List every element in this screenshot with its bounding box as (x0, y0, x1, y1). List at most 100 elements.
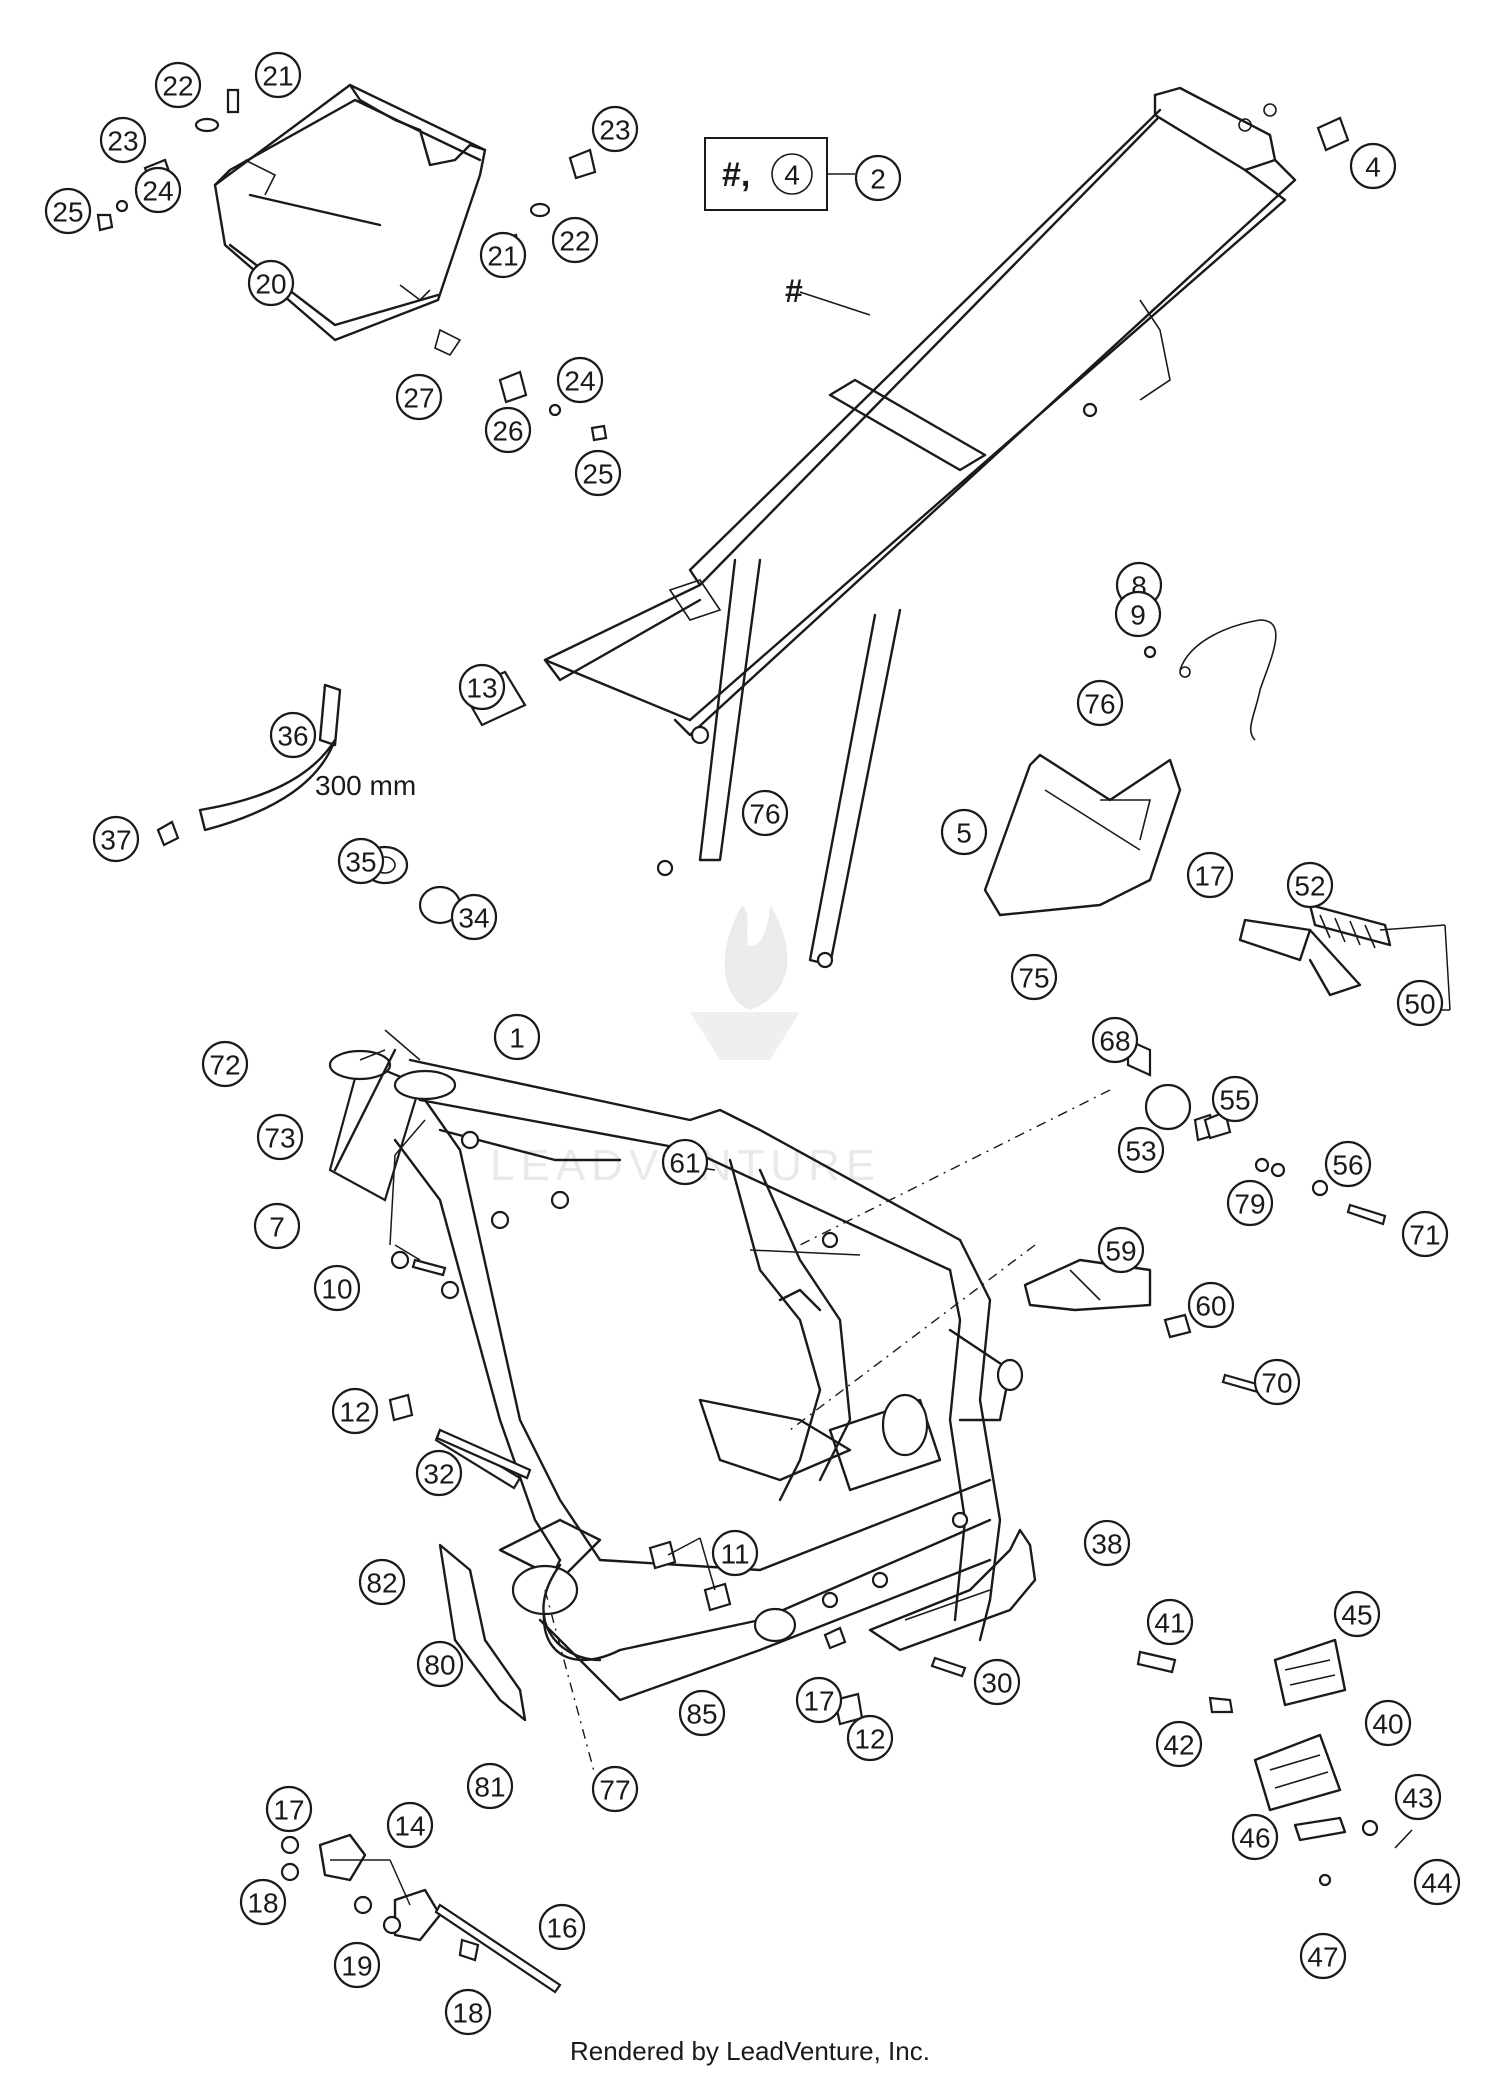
callout-circle (1211, 1075, 1259, 1123)
callout-21: 21 (254, 51, 302, 99)
callout-17: 17 (795, 1676, 843, 1724)
note-prefix: #, (722, 156, 750, 194)
callout-circle (795, 1676, 843, 1724)
callout-number: 24 (564, 366, 595, 397)
note-ref: 4 (784, 160, 800, 191)
callout-number: 76 (749, 799, 780, 830)
callout-number: 50 (1404, 989, 1435, 1020)
callout-45: 45 (1333, 1590, 1381, 1638)
callout-number: 12 (339, 1397, 370, 1428)
callout-number: 56 (1332, 1150, 1363, 1181)
callout-22: 22 (551, 216, 599, 264)
callout-number: 17 (1194, 861, 1225, 892)
callout-number: 17 (273, 1795, 304, 1826)
swingarm-bolt (435, 1428, 532, 1480)
callout-20: 20 (247, 259, 295, 307)
chain-slider-bracket (868, 1528, 1037, 1652)
retaining-wire (1143, 619, 1277, 741)
callout-circle (99, 116, 147, 164)
callout-12: 12 (331, 1387, 379, 1435)
callout-number: 5 (956, 818, 972, 849)
callout-81: 81 (466, 1762, 514, 1810)
callout-number: 30 (981, 1668, 1012, 1699)
callout-79: 79 (1226, 1179, 1274, 1227)
callout-number: 23 (599, 115, 630, 146)
callout-circle (466, 1762, 514, 1810)
callout-circle (1117, 1126, 1165, 1174)
callout-60: 60 (1187, 1281, 1235, 1329)
callout-number: 9 (1130, 600, 1146, 631)
assembly-line-3 (544, 1589, 596, 1776)
callout-25: 25 (574, 449, 622, 497)
skid-plate (213, 83, 487, 357)
callout-24: 24 (134, 166, 182, 214)
callout-circle (940, 808, 988, 856)
callout-55: 55 (1211, 1075, 1259, 1123)
callout-18: 18 (239, 1878, 287, 1926)
frame-guard (438, 1543, 527, 1722)
callout-circle (591, 1765, 639, 1813)
callout-number: 81 (474, 1772, 505, 1803)
callout-number: 26 (492, 416, 523, 447)
callout-40: 40 (1364, 1699, 1412, 1747)
callout-circle (1396, 979, 1444, 1027)
callout-number: 13 (466, 673, 497, 704)
callout-77: 77 (591, 1765, 639, 1813)
callout-circle (450, 893, 498, 941)
callout-number: 27 (403, 383, 434, 414)
callout-circle (333, 1941, 381, 1989)
callout-number: 70 (1261, 1368, 1292, 1399)
assembly-line-2 (789, 1244, 1036, 1431)
callout-circle (1076, 679, 1124, 727)
callout-number: 34 (458, 903, 489, 934)
callout-number: 82 (366, 1568, 397, 1599)
footrest-bracket (983, 753, 1182, 917)
callout-circle (1324, 1140, 1372, 1188)
breather-hose (156, 683, 342, 847)
callout-circle (395, 373, 443, 421)
callout-number: 19 (341, 1951, 372, 1982)
callout-24: 24 (556, 356, 604, 404)
callout-30: 30 (973, 1658, 1021, 1706)
callout-number: 42 (1163, 1730, 1194, 1761)
callout-circle (313, 1264, 361, 1312)
callout-circle (1146, 1598, 1194, 1646)
callout-circle (269, 711, 317, 759)
callout-52: 52 (1286, 861, 1334, 909)
callout-circle (1253, 1358, 1301, 1406)
callout-circle (1097, 1226, 1145, 1274)
callout-number: 79 (1234, 1189, 1265, 1220)
callout-circle (854, 154, 902, 202)
callout-42: 42 (1155, 1720, 1203, 1768)
footpeg-assembly (1136, 1638, 1413, 1887)
callout-number: 55 (1219, 1085, 1250, 1116)
callout-72: 72 (201, 1040, 249, 1088)
callout-9: 9 (1114, 590, 1162, 638)
rear-subframe (543, 86, 1297, 969)
callout-number: 24 (142, 176, 173, 207)
callout-number: 45 (1341, 1600, 1372, 1631)
callout-number: 77 (599, 1775, 630, 1806)
callout-number: 18 (452, 1998, 483, 2029)
callout-75: 75 (1010, 953, 1058, 1001)
callout-circle (1349, 142, 1397, 190)
callout-circle (556, 356, 604, 404)
callout-circle (458, 663, 506, 711)
callout-number: 46 (1239, 1823, 1270, 1854)
callout-80: 80 (416, 1640, 464, 1688)
callout-circle (1401, 1210, 1449, 1258)
callout-76: 76 (1076, 679, 1124, 727)
callout-number: 41 (1154, 1608, 1185, 1639)
callout-number: 25 (582, 459, 613, 490)
callout-2: 2 (854, 154, 902, 202)
callout-circle (1413, 1858, 1461, 1906)
callout-22: 22 (154, 61, 202, 109)
callout-circle (358, 1558, 406, 1606)
frame-note-box: #, 4 (704, 137, 855, 211)
callout-circle (154, 61, 202, 109)
callout-circle (1226, 1179, 1274, 1227)
callout-53: 53 (1117, 1126, 1165, 1174)
callout-number: 12 (854, 1724, 885, 1755)
callout-number: 4 (1365, 152, 1381, 183)
callout-number: 61 (669, 1148, 700, 1179)
